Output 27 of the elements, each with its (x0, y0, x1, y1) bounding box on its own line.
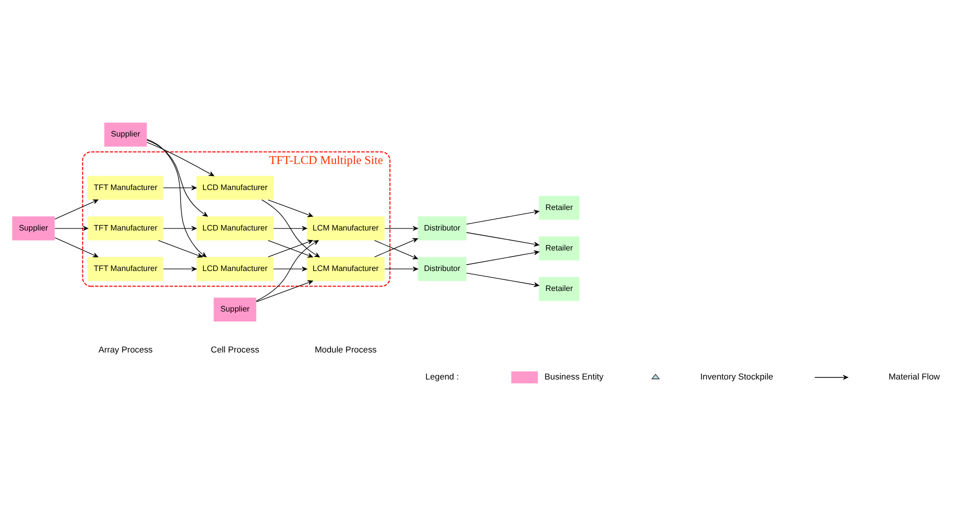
label: Legend : (424, 371, 458, 382)
label: Array Process (98, 344, 152, 354)
arrow (162, 225, 196, 230)
arrow (267, 199, 312, 217)
arrow (384, 225, 418, 230)
label: Cell Process (210, 344, 259, 354)
arrow (54, 225, 88, 230)
arrow (158, 240, 202, 258)
arrow (260, 198, 320, 257)
arrow (466, 272, 539, 287)
arrow (256, 280, 312, 302)
arrow (466, 209, 539, 224)
arrow (146, 139, 208, 216)
arrow (54, 236, 98, 257)
arrow (384, 266, 418, 271)
arrow (272, 225, 307, 230)
legend-label: Inventory Stockpile (700, 371, 773, 382)
legend-label: Material Flow (888, 371, 940, 382)
arrow (54, 199, 98, 219)
arrow (162, 184, 196, 190)
arrow (272, 266, 307, 271)
arrow (162, 266, 196, 271)
label: Module Process (314, 344, 376, 354)
legend-label: Business Entity (544, 371, 603, 382)
arrow (146, 142, 214, 176)
arrow (466, 232, 539, 246)
arrow (466, 250, 539, 265)
